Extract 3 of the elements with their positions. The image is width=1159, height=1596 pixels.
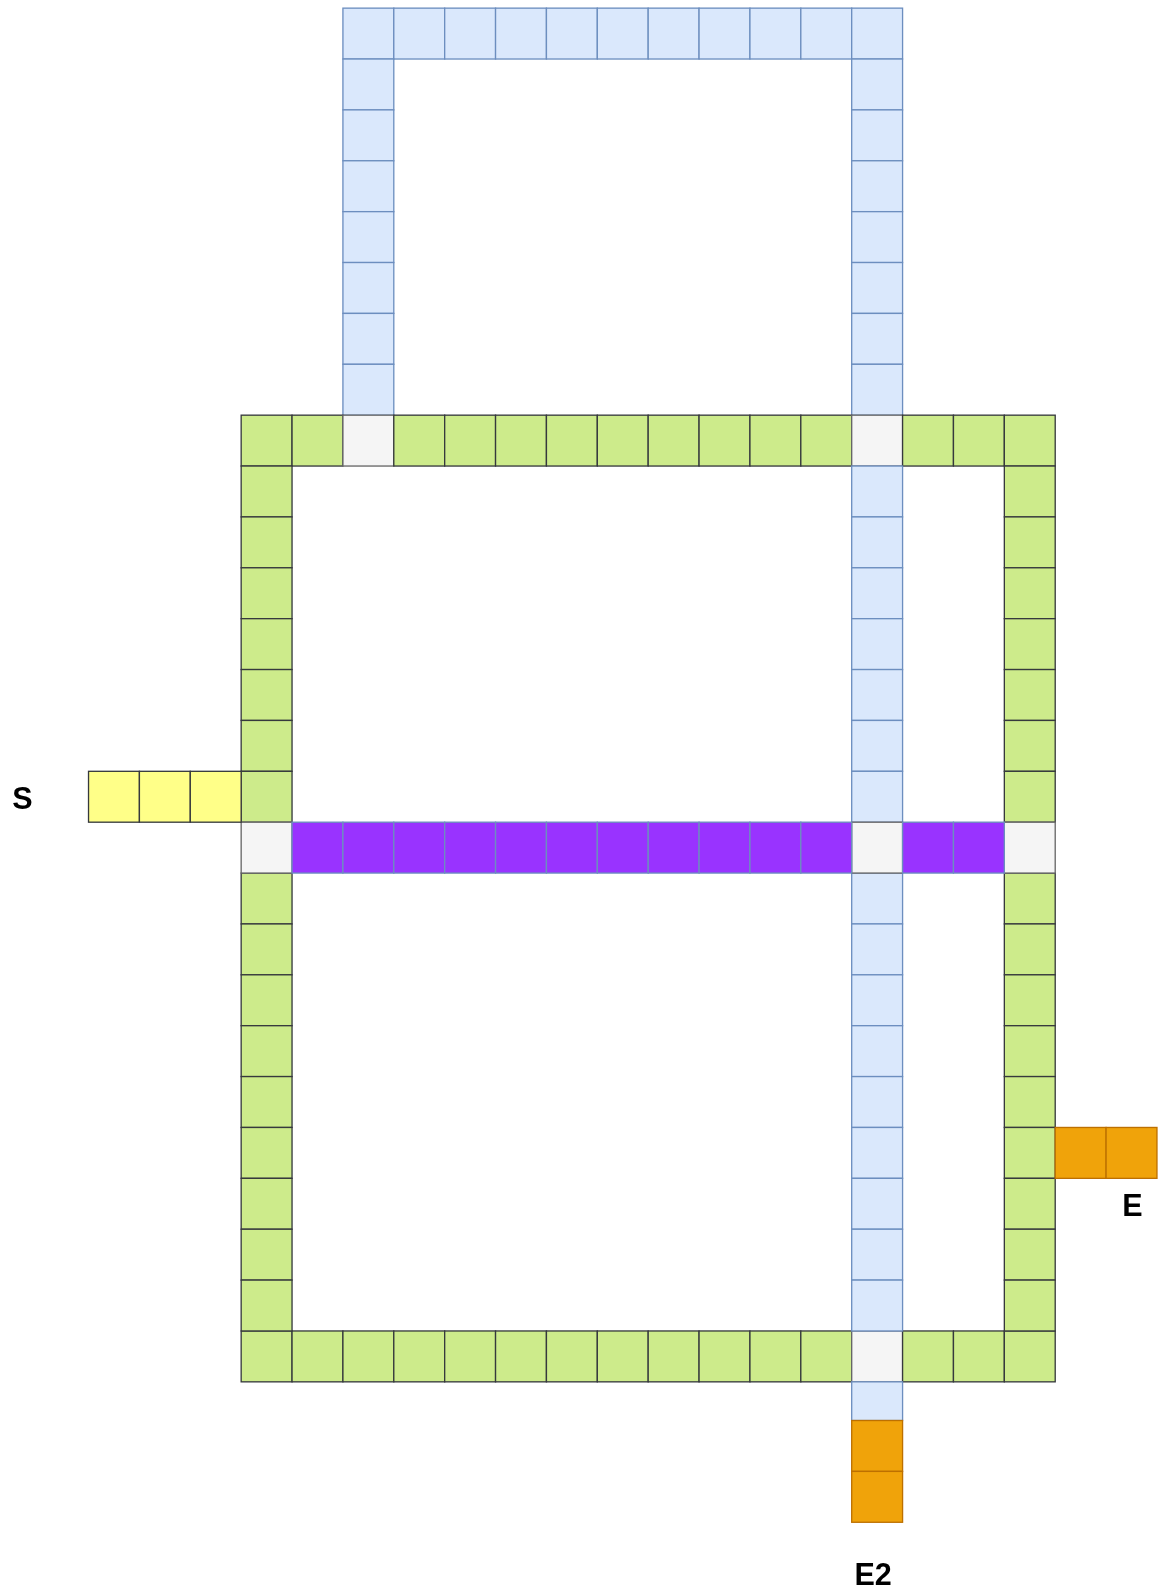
point-label: E2 xyxy=(854,1559,892,1591)
point-label: E xyxy=(1122,1190,1143,1222)
point-label: S xyxy=(12,783,33,815)
